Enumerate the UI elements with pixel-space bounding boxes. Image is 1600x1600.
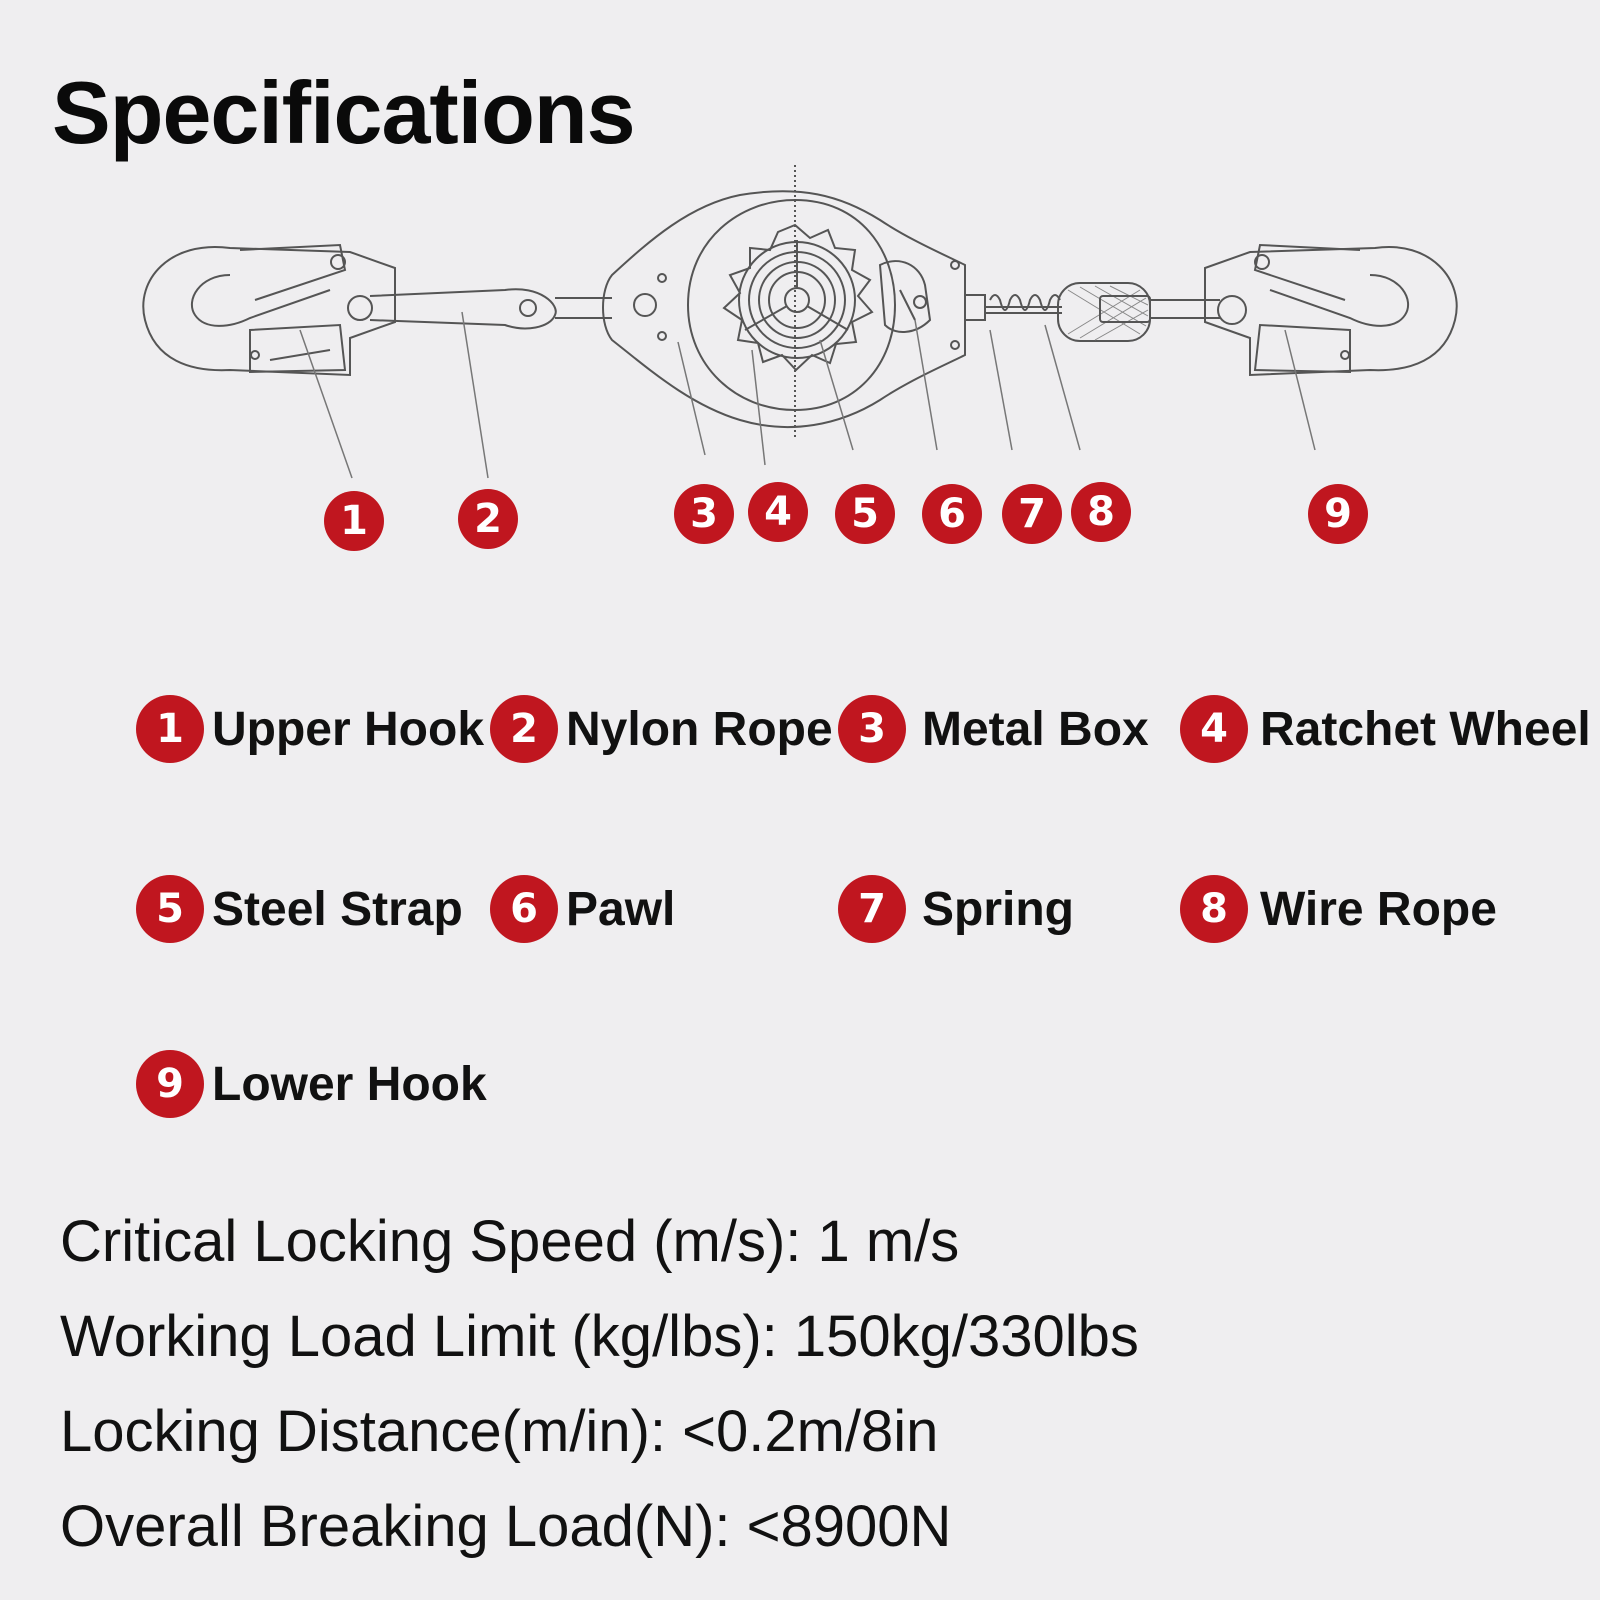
legend-label: Nylon Rope bbox=[566, 702, 833, 756]
legend-badge: 4 bbox=[1180, 695, 1248, 763]
ratchet-wheel-drawing bbox=[722, 165, 874, 440]
callout-3: 3 bbox=[674, 484, 734, 544]
legend-item-ratchet-wheel: 4 Ratchet Wheel bbox=[1180, 695, 1591, 763]
legend-badge: 7 bbox=[838, 875, 906, 943]
spec-overall-breaking-load: Overall Breaking Load(N): <8900N bbox=[60, 1494, 952, 1559]
callout-8: 8 bbox=[1071, 482, 1131, 542]
callout-2: 2 bbox=[458, 489, 518, 549]
legend-label: Metal Box bbox=[922, 702, 1149, 756]
legend-label: Ratchet Wheel bbox=[1260, 702, 1591, 756]
legend-item-wire-rope: 8 Wire Rope bbox=[1180, 875, 1497, 943]
metal-box-drawing bbox=[602, 190, 966, 429]
upper-hook-drawing bbox=[142, 243, 396, 377]
legend-label: Steel Strap bbox=[212, 882, 463, 936]
legend-badge: 1 bbox=[136, 695, 204, 763]
callout-4: 4 bbox=[748, 482, 808, 542]
callout-9: 9 bbox=[1308, 484, 1368, 544]
spec-critical-locking-speed: Critical Locking Speed (m/s): 1 m/s bbox=[60, 1209, 960, 1274]
spring-drawing bbox=[965, 294, 1062, 321]
fall-arrester-diagram bbox=[142, 165, 1458, 479]
spec-working-load-limit: Working Load Limit (kg/lbs): 150kg/330lb… bbox=[60, 1304, 1139, 1369]
legend-badge: 6 bbox=[490, 875, 558, 943]
wire-rope-drawing bbox=[1057, 282, 1220, 342]
lower-hook-drawing bbox=[1204, 243, 1458, 377]
legend-label: Upper Hook bbox=[212, 702, 485, 756]
callout-5: 5 bbox=[835, 484, 895, 544]
callout-7: 7 bbox=[1002, 484, 1062, 544]
nylon-rope-drawing bbox=[347, 288, 612, 330]
page-title: Specifications bbox=[52, 63, 636, 162]
legend-item-upper-hook: 1 Upper Hook bbox=[136, 695, 484, 763]
pawl-drawing bbox=[878, 260, 932, 333]
legend-label: Pawl bbox=[566, 882, 676, 936]
legend-item-steel-strap: 5 Steel Strap bbox=[136, 875, 463, 943]
legend-label: Wire Rope bbox=[1260, 882, 1497, 936]
spec-locking-distance: Locking Distance(m/in): <0.2m/8in bbox=[60, 1399, 939, 1464]
legend-badge: 5 bbox=[136, 875, 204, 943]
legend-badge: 8 bbox=[1180, 875, 1248, 943]
callout-6: 6 bbox=[922, 484, 982, 544]
legend-label: Lower Hook bbox=[212, 1057, 487, 1111]
legend-item-spring: 7 Spring bbox=[838, 875, 1074, 943]
legend-badge: 2 bbox=[490, 695, 558, 763]
legend-badge: 9 bbox=[136, 1050, 204, 1118]
legend-item-lower-hook: 9 Lower Hook bbox=[136, 1050, 487, 1118]
legend-label: Spring bbox=[922, 882, 1074, 936]
legend-badge: 3 bbox=[838, 695, 906, 763]
legend-item-nylon-rope: 2 Nylon Rope bbox=[490, 695, 833, 763]
callout-1: 1 bbox=[324, 491, 384, 551]
legend-item-metal-box: 3 Metal Box bbox=[838, 695, 1149, 763]
leader-lines bbox=[299, 311, 1316, 479]
legend-item-pawl: 6 Pawl bbox=[490, 875, 675, 943]
